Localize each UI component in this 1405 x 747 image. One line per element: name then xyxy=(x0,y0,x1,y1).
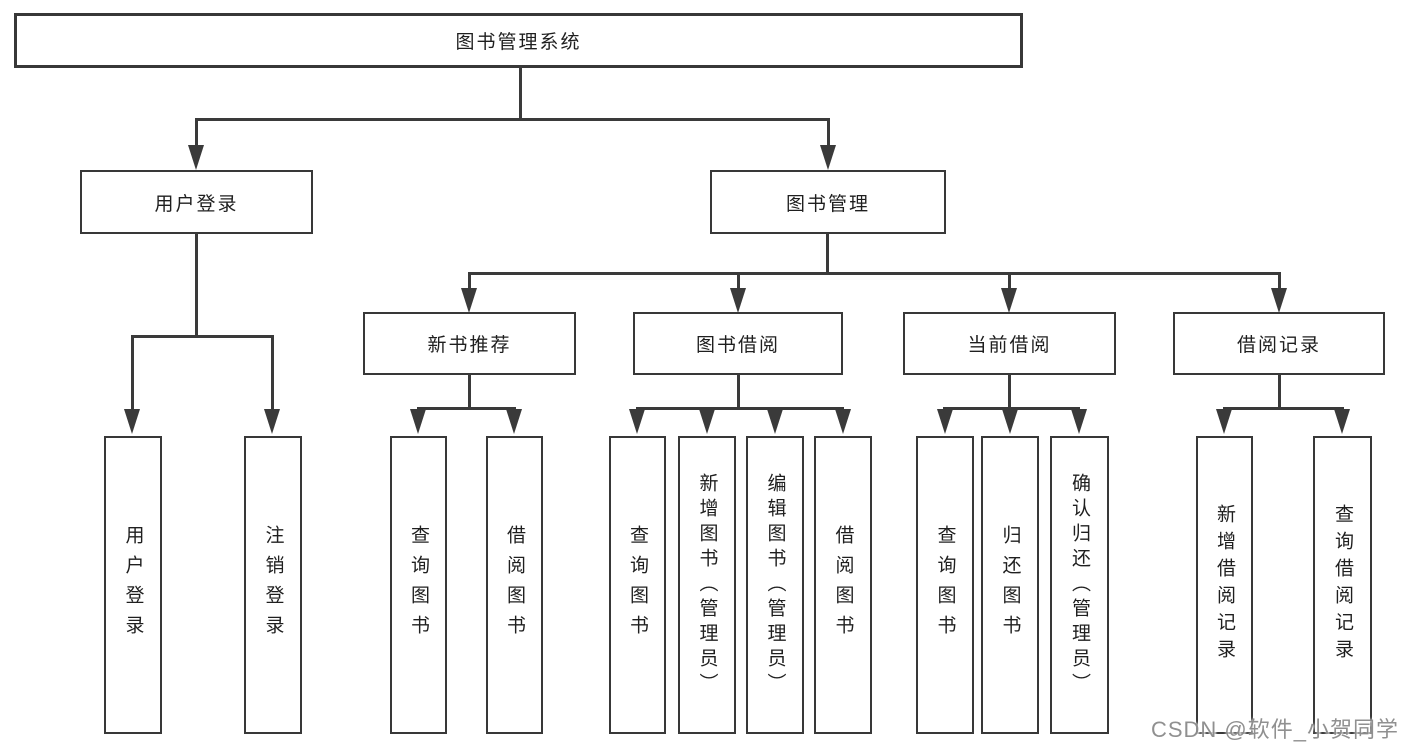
arrow-down-icon xyxy=(835,409,851,434)
connector-line xyxy=(519,67,522,120)
node-current-borrow: 当前借阅 xyxy=(903,312,1116,375)
connector-line xyxy=(737,374,740,410)
node-leaf-borrow-books: 借阅图书 xyxy=(814,436,872,734)
arrow-down-icon xyxy=(629,409,645,434)
node-leaf-logout: 注销登录 xyxy=(244,436,302,734)
node-leaf-query-books-borrow: 查询图书 xyxy=(609,436,666,734)
arrow-down-icon xyxy=(124,409,140,434)
connector-line xyxy=(195,118,830,121)
arrow-down-icon xyxy=(1271,288,1287,313)
arrow-down-icon xyxy=(264,409,280,434)
connector-line xyxy=(417,407,516,410)
connector-line xyxy=(1223,407,1344,410)
connector-line xyxy=(1278,374,1281,410)
node-leaf-query-books-recommend: 查询图书 xyxy=(390,436,447,734)
node-leaf-return-book: 归还图书 xyxy=(981,436,1039,734)
node-leaf-query-borrow-record: 查询借阅记录 xyxy=(1313,436,1372,734)
arrow-down-icon xyxy=(1001,288,1017,313)
arrow-down-icon xyxy=(1071,409,1087,434)
node-leaf-user-login: 用户登录 xyxy=(104,436,162,734)
arrow-down-icon xyxy=(461,288,477,313)
node-user-login: 用户登录 xyxy=(80,170,313,234)
connector-line xyxy=(943,407,1080,410)
node-leaf-confirm-return-admin: 确认归还（管理员） xyxy=(1050,436,1109,734)
arrow-down-icon xyxy=(1334,409,1350,434)
connector-line xyxy=(131,335,134,411)
connector-line xyxy=(195,233,198,337)
arrow-down-icon xyxy=(937,409,953,434)
connector-line xyxy=(636,407,844,410)
connector-line xyxy=(826,233,829,275)
node-borrow-records: 借阅记录 xyxy=(1173,312,1385,375)
arrow-down-icon xyxy=(699,409,715,434)
node-new-book-recommend: 新书推荐 xyxy=(363,312,576,375)
connector-line xyxy=(1008,374,1011,410)
node-root-system: 图书管理系统 xyxy=(14,13,1023,68)
connector-line xyxy=(468,272,471,291)
connector-line xyxy=(737,272,740,291)
arrow-down-icon xyxy=(410,409,426,434)
node-leaf-query-books-current: 查询图书 xyxy=(916,436,974,734)
arrow-down-icon xyxy=(1002,409,1018,434)
node-leaf-add-book-admin: 新增图书（管理员） xyxy=(678,436,736,734)
connector-line xyxy=(1278,272,1281,291)
node-leaf-edit-book-admin: 编辑图书（管理员） xyxy=(746,436,804,734)
arrow-down-icon xyxy=(1216,409,1232,434)
arrow-down-icon xyxy=(730,288,746,313)
arrow-down-icon xyxy=(820,145,836,170)
node-book-management: 图书管理 xyxy=(710,170,946,234)
connector-line xyxy=(1008,272,1011,291)
connector-line xyxy=(131,335,273,338)
node-leaf-borrow-books-recommend: 借阅图书 xyxy=(486,436,543,734)
arrow-down-icon xyxy=(506,409,522,434)
connector-line xyxy=(271,335,274,411)
arrow-down-icon xyxy=(188,145,204,170)
node-leaf-add-borrow-record: 新增借阅记录 xyxy=(1196,436,1253,734)
connector-line xyxy=(468,272,1281,275)
node-book-borrow: 图书借阅 xyxy=(633,312,843,375)
connector-line xyxy=(468,374,471,410)
connector-line xyxy=(195,118,198,147)
connector-line xyxy=(827,118,830,147)
csdn-watermark: CSDN @软件_小贺同学 xyxy=(1150,717,1399,742)
arrow-down-icon xyxy=(767,409,783,434)
